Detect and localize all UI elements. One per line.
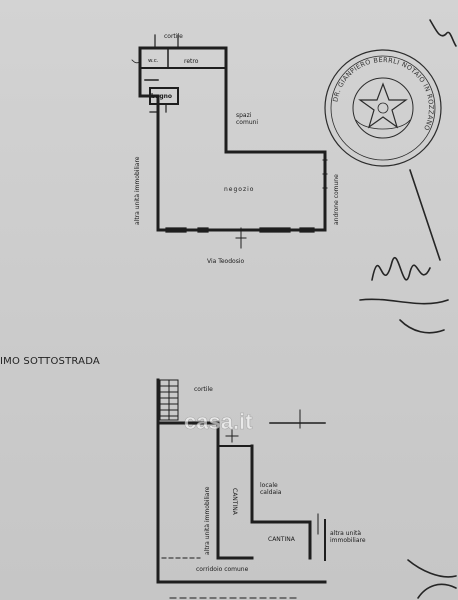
- label-altra-unita-top: altra unità immobiliare: [134, 156, 141, 226]
- label-altra-unita-bottom-right: altra unità immobiliare: [330, 530, 366, 544]
- label-spazi-comuni: spazi comuni: [236, 112, 259, 126]
- label-corridoio-comune: corridoio comune: [196, 566, 249, 573]
- section-heading: IMO SOTTOSTRADA: [0, 356, 100, 367]
- label-cantina: CANTINA: [268, 536, 295, 543]
- label-wc: w.c.: [148, 58, 159, 64]
- label-negozio: negozio: [224, 186, 255, 193]
- label-cortile-top: cortile: [164, 33, 183, 40]
- label-street: Via Teodosio: [207, 258, 245, 265]
- bottom-plan-details: [161, 409, 319, 599]
- bottom-plan-walls: [156, 378, 327, 584]
- label-altra-unita-bottom-left: altra unità immobiliare: [204, 486, 211, 556]
- top-plan-openings: [131, 59, 328, 249]
- label-androne-comune: androne comune: [333, 174, 340, 225]
- top-plan-walls: [138, 34, 327, 232]
- label-cantina-vertical: CANTINA: [231, 488, 238, 515]
- label-locale-caldaia: locale caldaia: [260, 482, 282, 496]
- notary-seal: DR. GIANPIERO BERRLI NOTAIO IN ROZZANO: [324, 49, 442, 167]
- seal-ring-text: DR. GIANPIERO BERRLI NOTAIO IN ROZZANO: [331, 56, 435, 132]
- watermark-logo: casa.it: [184, 409, 253, 434]
- label-cortile-bottom: cortile: [194, 386, 213, 393]
- bottom-plan-stairs: [159, 379, 179, 421]
- label-bagno: bagno: [151, 93, 173, 100]
- handwritten-signature: [359, 19, 457, 599]
- label-retro: retro: [184, 58, 199, 65]
